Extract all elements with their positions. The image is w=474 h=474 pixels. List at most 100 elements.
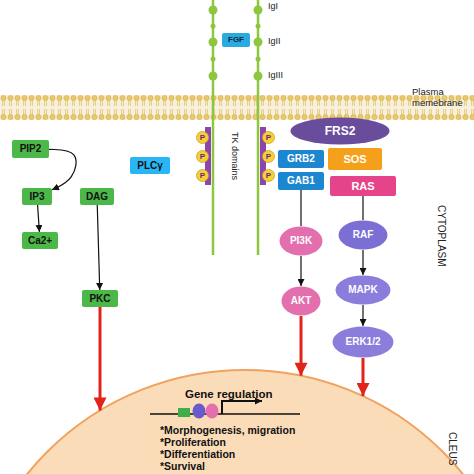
pathway-arrow bbox=[362, 250, 363, 275]
transcription-factor bbox=[178, 408, 190, 417]
ellipse-outline bbox=[333, 327, 394, 358]
domain-label: IgIII bbox=[268, 70, 283, 81]
node-label: P bbox=[266, 172, 271, 180]
phospho-site: P bbox=[196, 169, 209, 182]
messenger-box: DAG bbox=[80, 188, 114, 205]
node-label: IP3 bbox=[29, 192, 44, 202]
ig-domain bbox=[209, 38, 218, 47]
transcription-factor bbox=[193, 404, 206, 419]
node-label: P bbox=[200, 134, 205, 142]
node-label: FRS2 bbox=[325, 125, 356, 137]
kinase-ellipse: RAF bbox=[338, 220, 388, 250]
ellipse-outline bbox=[263, 170, 275, 182]
kinase-ellipse: ERK1/2 bbox=[332, 326, 394, 358]
node-label: PIP2 bbox=[20, 144, 42, 154]
ellipse-outline bbox=[282, 287, 321, 316]
nucleus-region: Gene regulation *Morphogenesis, migration… bbox=[0, 368, 474, 474]
ellipse-outline bbox=[197, 170, 209, 182]
ellipse-outline bbox=[336, 276, 391, 305]
node-label: GAB1 bbox=[287, 176, 315, 186]
ion-box: Ca2+ bbox=[22, 232, 58, 249]
ig-domain bbox=[209, 72, 218, 81]
node-label: P bbox=[266, 153, 271, 161]
kinase-ellipse: PI3K bbox=[279, 226, 323, 256]
gef-box: SOS bbox=[328, 148, 382, 170]
bullet-item: *Morphogenesis, migration bbox=[160, 424, 295, 436]
node-label: GRB2 bbox=[287, 154, 315, 164]
ig-domain bbox=[254, 6, 263, 15]
domain-label: TK domains bbox=[229, 132, 240, 180]
signal-arrow bbox=[99, 307, 102, 410]
ig-linker bbox=[256, 24, 261, 29]
signal-arrow bbox=[362, 358, 365, 396]
adaptor-box: GAB1 bbox=[278, 172, 324, 190]
nucleus-outline bbox=[0, 370, 474, 474]
adaptor-box: GRB2 bbox=[278, 150, 324, 168]
node-label: PI3K bbox=[290, 236, 312, 246]
bullet-item: *Survival bbox=[160, 460, 205, 472]
ig-linker bbox=[256, 57, 261, 62]
ellipse-outline bbox=[197, 151, 209, 163]
node-label: Ca2+ bbox=[28, 236, 52, 246]
membrane-label: Plasma memebrane bbox=[412, 86, 470, 108]
pathway-arrow bbox=[362, 196, 363, 220]
node-label: FGF bbox=[228, 36, 244, 44]
kinase-ellipse: AKT bbox=[281, 286, 321, 316]
enzyme-box: PLCγ bbox=[130, 157, 170, 174]
ellipse-outline bbox=[263, 132, 275, 144]
phospho-site: P bbox=[262, 131, 275, 144]
node-label: PLCγ bbox=[137, 161, 163, 171]
node-label: MAPK bbox=[348, 285, 377, 295]
messenger-box: IP3 bbox=[22, 188, 52, 205]
adaptor-ellipse: FRS2 bbox=[290, 117, 390, 145]
lipid-box: PIP2 bbox=[12, 140, 49, 158]
ellipse-outline bbox=[263, 151, 275, 163]
ig-domain bbox=[254, 72, 263, 81]
dna-strand bbox=[150, 413, 300, 415]
heading: Gene regulation bbox=[185, 388, 273, 400]
plasma-membrane bbox=[0, 95, 474, 120]
transcription-arrow bbox=[222, 401, 262, 414]
kinase-box: PKC bbox=[82, 290, 118, 307]
phospho-site: P bbox=[262, 150, 275, 163]
ellipse-outline bbox=[197, 132, 209, 144]
domain-label: IgII bbox=[268, 36, 281, 47]
pathway-arrow bbox=[38, 205, 40, 232]
signal-arrow bbox=[300, 316, 303, 376]
ig-domain bbox=[209, 6, 218, 15]
ig-linker bbox=[211, 57, 216, 62]
pathway-arrow bbox=[300, 190, 301, 226]
pathway-arrow bbox=[49, 149, 76, 189]
pathway-arrow bbox=[362, 305, 363, 326]
node-label: RAS bbox=[351, 181, 374, 192]
node-label: DAG bbox=[86, 192, 108, 202]
transcription-factor bbox=[206, 404, 219, 419]
ig-domain bbox=[254, 38, 263, 47]
ellipse-outline bbox=[291, 118, 390, 145]
node-label: P bbox=[200, 172, 205, 180]
ig-linker bbox=[211, 24, 216, 29]
phospho-site: P bbox=[196, 150, 209, 163]
bullet-item: *Differentiation bbox=[160, 448, 235, 460]
node-label: ERK1/2 bbox=[345, 337, 380, 347]
bullet-item: *Proliferation bbox=[160, 436, 226, 448]
domain-label: IgI bbox=[268, 1, 278, 12]
nucleus-shape bbox=[0, 368, 474, 474]
phospho-site: P bbox=[262, 169, 275, 182]
kinase-ellipse: MAPK bbox=[335, 275, 391, 305]
phospho-site: P bbox=[196, 131, 209, 144]
pathway-arrow bbox=[97, 205, 100, 290]
node-label: RAF bbox=[353, 230, 374, 240]
node-label: SOS bbox=[343, 154, 366, 165]
node-label: P bbox=[200, 153, 205, 161]
region-label: CYTOPLASM bbox=[436, 205, 447, 267]
ellipse-outline bbox=[339, 221, 388, 250]
region-label: CLEUS bbox=[447, 432, 458, 465]
pathway-arrow bbox=[300, 256, 301, 286]
ligand-box: FGF bbox=[222, 33, 250, 47]
node-label: P bbox=[266, 134, 271, 142]
node-label: PKC bbox=[89, 294, 110, 304]
gtpase-box: RAS bbox=[330, 176, 396, 196]
ellipse-outline bbox=[280, 227, 323, 256]
